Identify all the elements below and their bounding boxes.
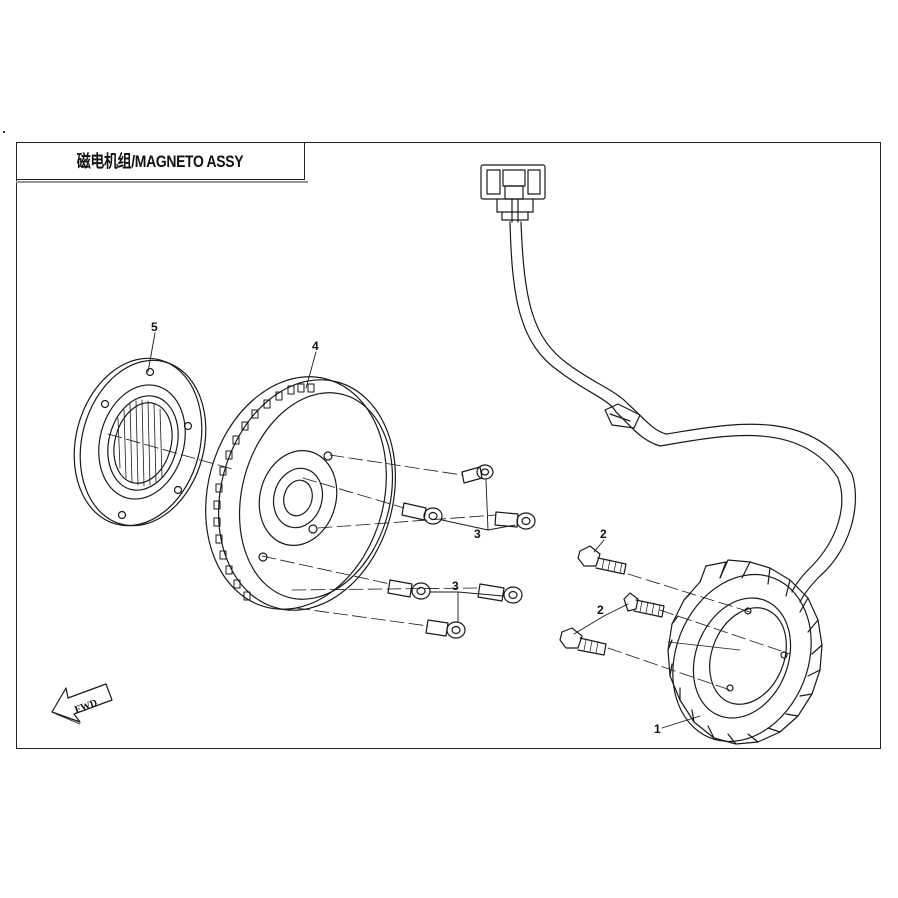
fwd-arrow-icon: FWD [51,683,113,725]
alignment-lines [107,433,791,691]
rotor-bolt [401,502,443,525]
stator-bolt [577,545,627,575]
wire-harness [480,164,856,603]
leader-lines [147,332,701,729]
title-block: 磁电机组/MAGNETO ASSY [16,142,308,183]
connector [480,164,546,223]
callout-2-lower: 2 [597,603,604,617]
rotor-bolt [387,579,431,600]
rotor-bolt [494,511,536,530]
callout-2-upper: 2 [600,527,607,541]
starter-clutch [73,357,207,527]
page-title: 磁电机组/MAGNETO ASSY [76,152,244,171]
flywheel-rotor [205,376,397,611]
callout-3-upper: 3 [474,527,481,541]
rotor-bolt [425,619,466,639]
stray-mark [3,131,5,133]
stator-bolt [623,592,665,618]
fwd-label: FWD [73,697,99,715]
drawing-frame [16,142,881,749]
stator [667,559,823,745]
stator-bolts [559,545,665,656]
callout-1: 1 [654,722,661,736]
callout-4: 4 [312,339,319,353]
callout-3-lower: 3 [452,579,459,593]
stator-bolt [559,627,607,656]
rotor-bolt [461,464,494,484]
rotor-bolt [477,583,523,604]
rotor-bolts [387,464,536,639]
callout-5: 5 [151,320,158,334]
